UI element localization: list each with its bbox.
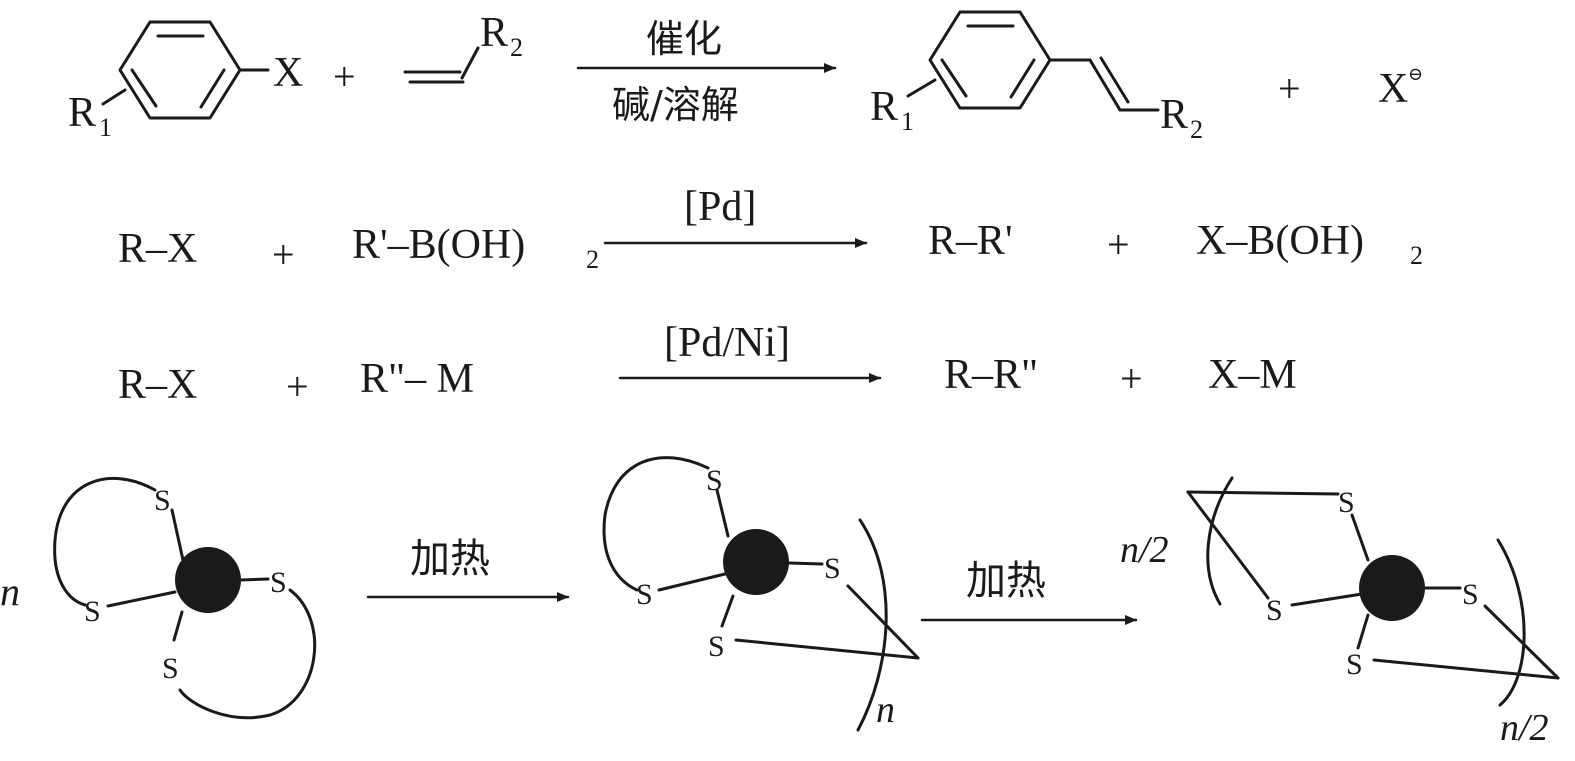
catalyst-label: 催化 bbox=[646, 17, 722, 61]
halide-label: X bbox=[1378, 66, 1408, 112]
cyclic-monomer bbox=[53, 476, 317, 720]
product-r2-subscript: 2 bbox=[1190, 115, 1203, 144]
sulfur-label: S bbox=[154, 484, 171, 517]
plus-sign: + bbox=[1120, 356, 1143, 401]
n-half-label: n/2 bbox=[1500, 707, 1549, 749]
sulfur-label: S bbox=[1462, 578, 1479, 611]
borate-subscript: 2 bbox=[1410, 241, 1423, 270]
boronic-acid: R'–B(OH) bbox=[352, 222, 525, 268]
alkene-reactant bbox=[403, 46, 480, 84]
plus-sign: + bbox=[1107, 222, 1130, 267]
n-half-label: n/2 bbox=[1120, 529, 1169, 571]
plus-sign: + bbox=[286, 364, 309, 409]
sulfur-label: S bbox=[1346, 648, 1363, 681]
sulfur-label: S bbox=[706, 464, 723, 497]
benzene-ring-reactant bbox=[101, 20, 270, 120]
organometallic-reagent: R"– M bbox=[360, 356, 474, 402]
sulfur-label: S bbox=[84, 595, 101, 628]
sulfur-label: S bbox=[824, 552, 841, 585]
coupled-product: R–R' bbox=[928, 218, 1013, 264]
metal-center bbox=[723, 529, 789, 595]
pd-catalyst-label: [Pd] bbox=[684, 184, 756, 230]
sulfur-label: S bbox=[1338, 486, 1355, 519]
boronic-acid-subscript: 2 bbox=[586, 245, 599, 274]
base-solvent-label: 碱/溶解 bbox=[612, 83, 739, 127]
coupled-product: R–R" bbox=[944, 352, 1038, 398]
sulfur-label: S bbox=[1266, 594, 1283, 627]
r1-label: R bbox=[68, 90, 96, 136]
pd-ni-catalyst-label: [Pd/Ni] bbox=[664, 320, 790, 366]
sulfur-label: S bbox=[636, 578, 653, 611]
benzene-ring-product bbox=[906, 10, 1160, 112]
metal-center bbox=[175, 547, 241, 613]
sulfur-label: S bbox=[162, 652, 179, 685]
suzuki-reaction: R–X + R'–B(OH) 2 [Pd] R–R' + X–B(OH) 2 bbox=[118, 184, 1423, 277]
n-count-label: n bbox=[876, 689, 895, 731]
r1-subscript: 1 bbox=[99, 113, 112, 142]
heck-reaction: R 1 X + R 2 催化 碱/溶解 R 1 R 2 + X bbox=[68, 10, 1423, 144]
plus-sign: + bbox=[272, 232, 295, 277]
reactant-halide: R–X bbox=[118, 226, 197, 272]
heat-label: 加热 bbox=[966, 558, 1046, 604]
product-r1-label: R bbox=[870, 84, 898, 130]
ring-opened-oligomer bbox=[602, 456, 920, 732]
negative-charge-icon: ⊖ bbox=[1408, 64, 1423, 84]
plus-sign: + bbox=[333, 54, 356, 99]
metal-center bbox=[1359, 555, 1425, 621]
plus-sign: + bbox=[1278, 66, 1301, 111]
r2-label: R bbox=[480, 10, 508, 56]
polymer-product bbox=[1186, 476, 1560, 707]
metal-halide-byproduct: X–M bbox=[1208, 352, 1297, 398]
reactant-halide: R–X bbox=[118, 362, 197, 408]
sulfur-label: S bbox=[708, 630, 725, 663]
product-r1-subscript: 1 bbox=[901, 107, 914, 136]
sulfur-label: S bbox=[270, 566, 287, 599]
n-count-label: n bbox=[0, 569, 20, 614]
heat-label: 加热 bbox=[410, 536, 490, 582]
borate-byproduct: X–B(OH) bbox=[1196, 218, 1364, 264]
r2-subscript: 2 bbox=[510, 33, 523, 62]
x-label: X bbox=[273, 50, 303, 96]
polymerization-scheme: n S S S S 加热 S S S S bbox=[0, 456, 1560, 749]
product-r2-label: R bbox=[1160, 92, 1188, 138]
metal-coupling-reaction: R–X + R"– M [Pd/Ni] R–R" + X–M bbox=[118, 320, 1297, 409]
